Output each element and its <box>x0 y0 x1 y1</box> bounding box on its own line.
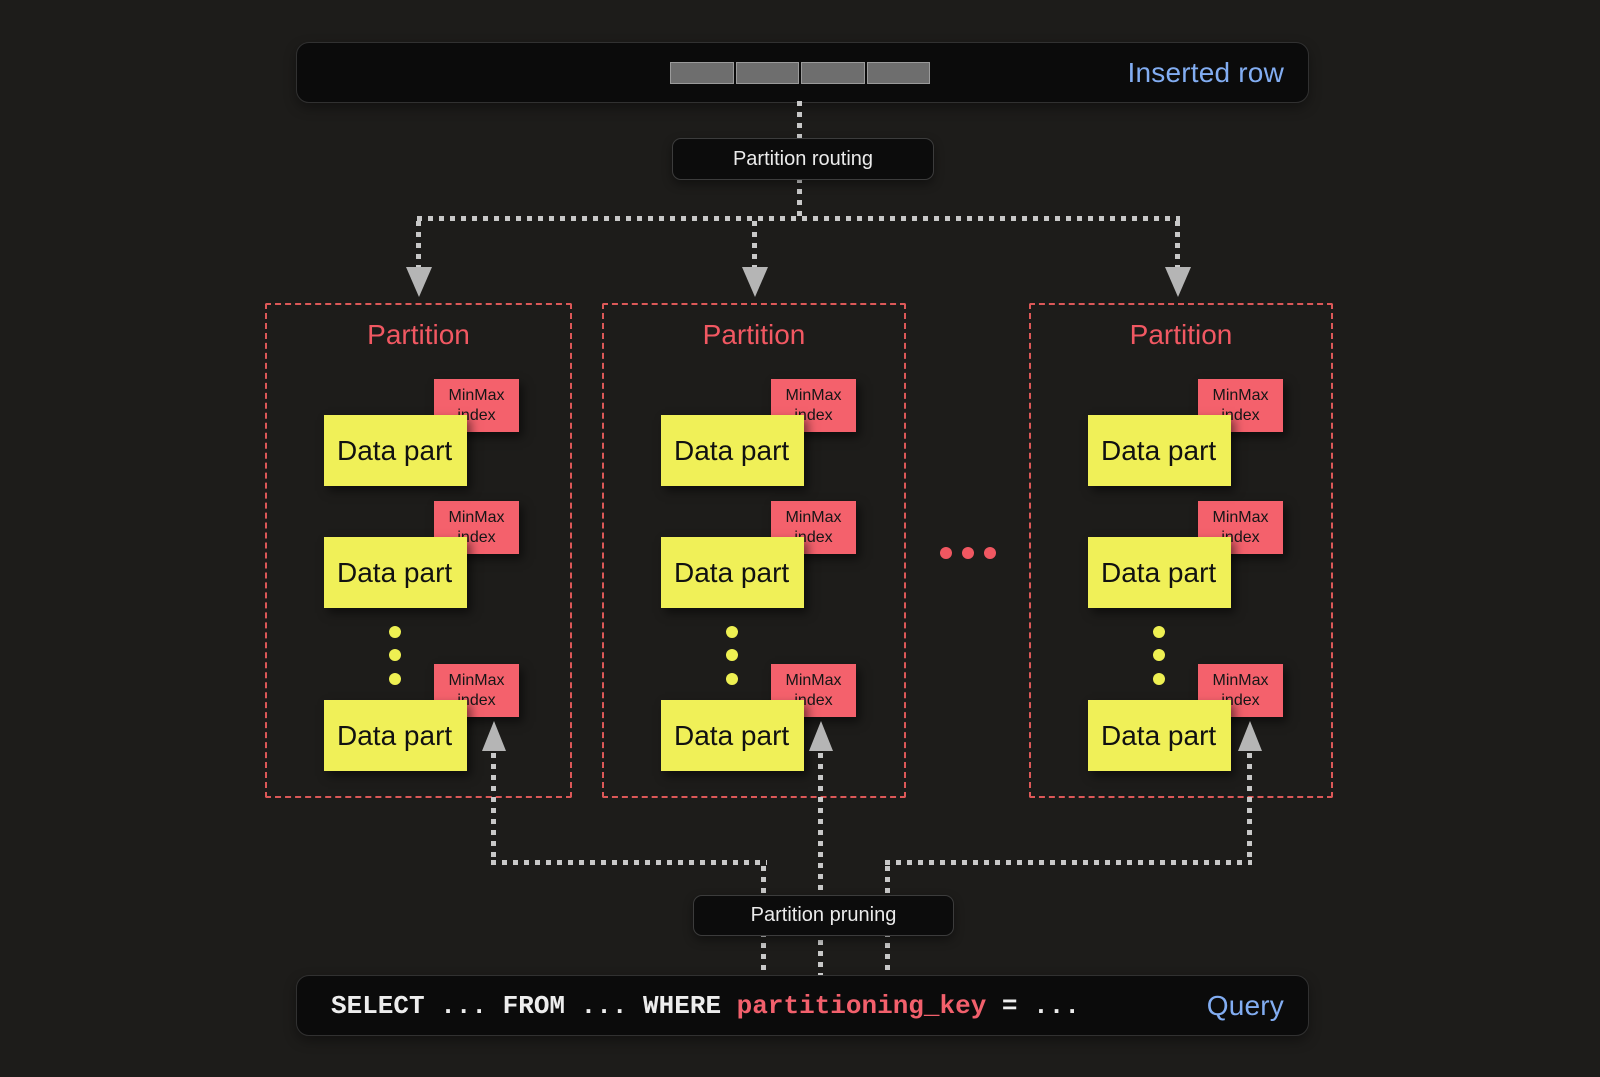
partition-box: Partition MinMax index Data part MinMax … <box>265 303 572 798</box>
data-part-box: Data part <box>1088 700 1231 771</box>
routing-branch-line <box>416 221 421 267</box>
routing-branch-line <box>752 221 757 267</box>
up-arrow-icon <box>1238 721 1262 751</box>
minmax-index-tag: MinMax index <box>434 664 519 717</box>
ellipsis-dot <box>962 547 974 559</box>
up-arrow-icon <box>482 721 506 751</box>
ellipsis-dot <box>940 547 952 559</box>
up-arrow-icon <box>809 721 833 751</box>
partition-title: Partition <box>367 319 470 350</box>
data-part-box: Data part <box>661 537 804 608</box>
partition-box: Partition MinMax index Data part MinMax … <box>1029 303 1333 798</box>
pruning-line-vertical <box>818 753 823 975</box>
partition-title: Partition <box>702 319 806 350</box>
data-part-box: Data part <box>1088 415 1231 486</box>
row-segments <box>670 62 930 84</box>
partition-routing-label: Partition routing <box>672 138 934 180</box>
more-parts-dot <box>1153 649 1165 661</box>
sql-query-text: SELECT ... FROM ... WHERE partitioning_k… <box>297 991 1080 1021</box>
row-segment <box>866 62 930 84</box>
more-parts-dot <box>726 649 738 661</box>
query-label: Query <box>1206 989 1284 1021</box>
pruning-line-horizontal <box>885 860 1252 865</box>
more-parts-dot <box>389 649 401 661</box>
partition-title: Partition <box>1129 319 1233 350</box>
minmax-index-tag: MinMax index <box>771 664 856 717</box>
data-part-box: Data part <box>661 700 804 771</box>
data-part-box: Data part <box>661 415 804 486</box>
routing-line-horizontal <box>417 216 1180 221</box>
more-parts-dot <box>389 673 401 685</box>
pruning-line-horizontal <box>491 860 767 865</box>
inserted-row-bar: Inserted row <box>296 42 1309 103</box>
inserted-row-label: Inserted row <box>1127 56 1284 88</box>
row-segment <box>670 62 734 84</box>
row-segment <box>735 62 799 84</box>
query-bar: SELECT ... FROM ... WHERE partitioning_k… <box>296 975 1309 1036</box>
partition-pruning-label: Partition pruning <box>693 895 954 936</box>
partition-box: Partition MinMax index Data part MinMax … <box>602 303 906 798</box>
minmax-index-tag: MinMax index <box>1198 501 1283 554</box>
data-part-box: Data part <box>324 537 467 608</box>
data-part-box: Data part <box>1088 537 1231 608</box>
down-arrow-icon <box>1165 267 1191 297</box>
routing-branch-line <box>1175 221 1180 267</box>
down-arrow-icon <box>742 267 768 297</box>
sql-partitioning-key: partitioning_key <box>736 990 987 1021</box>
row-segment <box>801 62 865 84</box>
pruning-line-vertical <box>491 753 496 863</box>
down-arrow-icon <box>406 267 432 297</box>
ellipsis-dot <box>984 547 996 559</box>
data-part-box: Data part <box>324 415 467 486</box>
more-parts-dot <box>1153 626 1165 638</box>
data-part-box: Data part <box>324 700 467 771</box>
sql-after: = ... <box>986 990 1080 1021</box>
more-parts-dot <box>726 673 738 685</box>
more-parts-dot <box>726 626 738 638</box>
pruning-line-vertical <box>1247 753 1252 863</box>
more-parts-dot <box>1153 673 1165 685</box>
more-parts-dot <box>389 626 401 638</box>
sql-before: SELECT ... FROM ... WHERE <box>331 990 737 1021</box>
